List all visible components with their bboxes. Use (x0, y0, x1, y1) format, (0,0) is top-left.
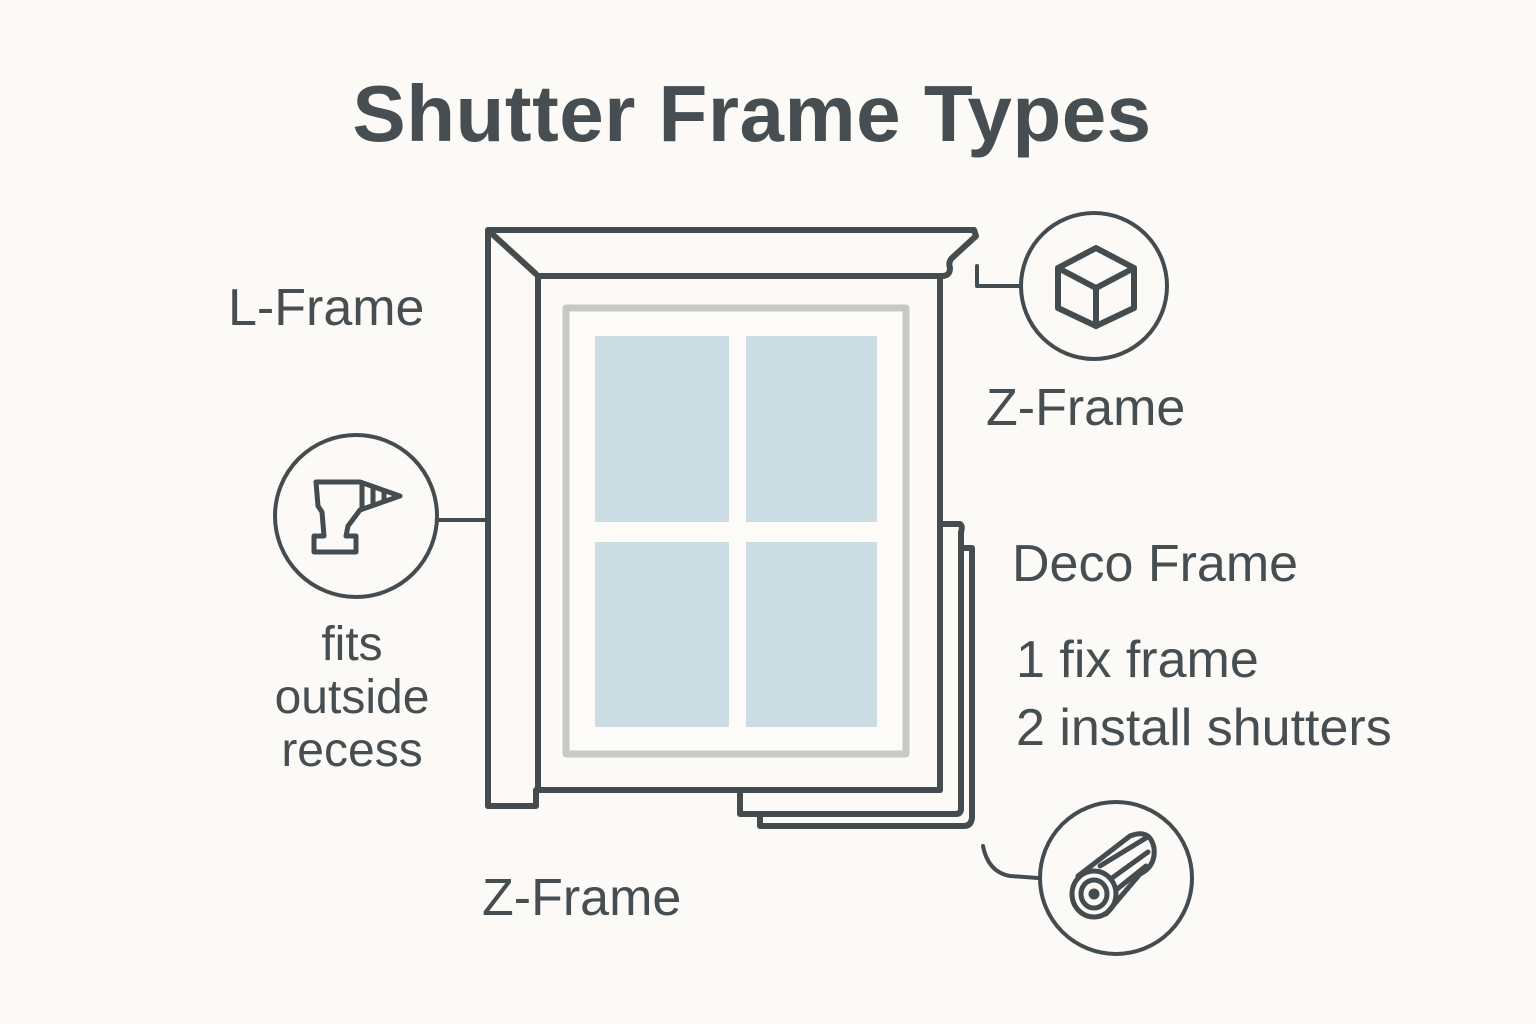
cube-connector (975, 264, 1022, 288)
deco-frame-layers (737, 521, 975, 829)
l-frame-outline (485, 227, 979, 809)
deco-step-2: 2 install shutters (1016, 699, 1392, 757)
glass-panes (595, 336, 877, 727)
glass-pane-bottom-left (595, 542, 729, 727)
deco-frame-label: Deco Frame (1012, 535, 1299, 593)
wood-log-icon (1038, 800, 1194, 956)
drill-icon (273, 433, 439, 599)
page-title: Shutter Frame Types (352, 69, 1152, 158)
glass-pane-top-right (746, 336, 877, 522)
cube-icon (1019, 211, 1169, 361)
glass-pane-bottom-right (746, 542, 877, 727)
l-frame-label: L-Frame (228, 279, 425, 337)
log-connector (981, 844, 1040, 880)
l-frame-note: fits outside recess (250, 618, 454, 777)
l-frame-note-line-1: fits (321, 618, 383, 671)
z-frame-label-bottom: Z-Frame (482, 869, 682, 927)
l-frame-note-line-3: recess (281, 724, 423, 777)
l-frame-note-line-2: outside (274, 671, 430, 724)
glass-pane-top-left (595, 336, 729, 522)
z-frame-label-top: Z-Frame (986, 379, 1186, 437)
deco-step-1: 1 fix frame (1016, 631, 1259, 689)
